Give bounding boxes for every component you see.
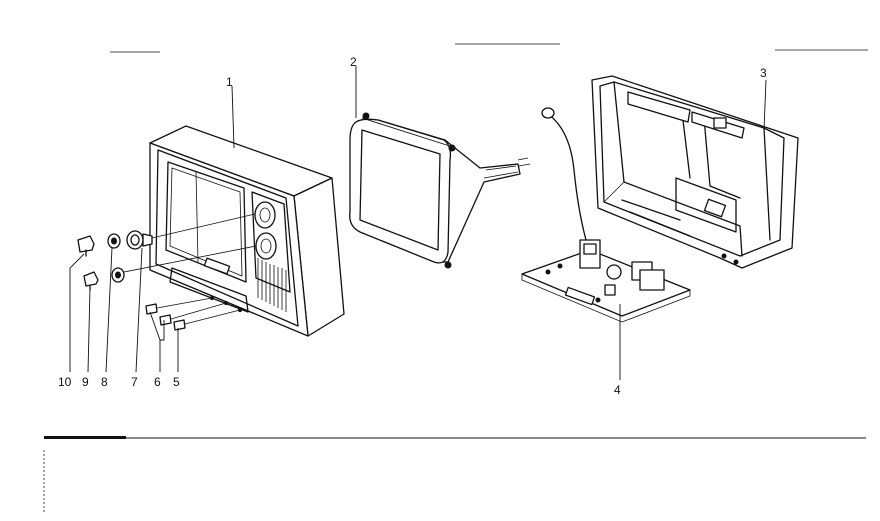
leader-3 [763,79,767,131]
callout-6: 6 [154,375,161,389]
bottom-rule-heavy [44,436,126,439]
callout-4: 4 [614,383,621,397]
callout-8: 8 [101,375,108,389]
callout-1: 1 [226,75,233,89]
leader-8 [105,247,113,373]
leader-7 [135,247,143,373]
leader-6 [149,311,165,372]
back-cabinet [591,75,799,269]
front-cabinet [149,125,345,337]
leader-10 [69,253,85,372]
part-5-button [170,302,241,331]
part-6-button [145,297,213,326]
callout-10: 10 [58,375,72,389]
callout-5: 5 [173,375,180,389]
callout-9: 9 [82,375,89,389]
leader-9 [87,287,91,373]
part-9-knob [83,271,99,291]
chassis-board [521,107,691,323]
leader-1 [231,85,235,149]
callout-2: 2 [350,55,357,69]
part-10-knob [77,235,95,257]
part-7-ring [126,230,153,250]
callout-7: 7 [131,375,138,389]
part-8-shaft [107,233,125,283]
callout-3: 3 [760,66,767,80]
picture-tube [349,112,531,269]
